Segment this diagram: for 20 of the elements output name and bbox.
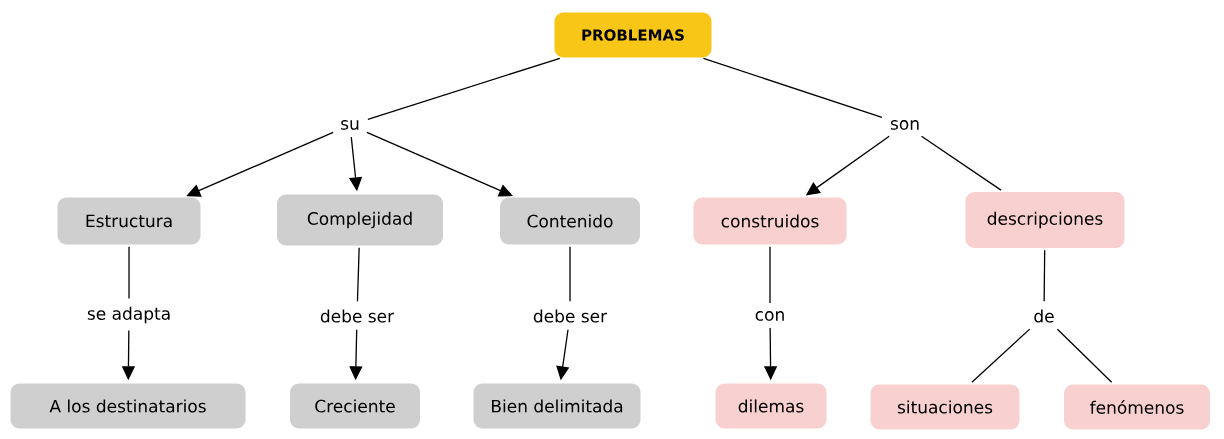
linking-phrase: se adapta — [81, 301, 177, 329]
linking-phrase: de — [1028, 304, 1060, 328]
linking-phrase: debe ser — [527, 304, 613, 328]
concept-box: fenómenos — [1064, 384, 1210, 430]
concept-box: Contenido — [500, 197, 640, 245]
concept-box: situaciones — [870, 384, 1020, 430]
linking-phrase: debe ser — [314, 304, 400, 328]
concept-box: Creciente — [290, 383, 420, 429]
linking-phrase: su — [335, 115, 365, 135]
concept-box: PROBLEMAS — [554, 12, 712, 58]
concept-box: A los destinatarios — [10, 383, 246, 429]
linking-phrase: son — [885, 115, 925, 135]
concept-box: Estructura — [57, 197, 201, 245]
concept-box: Bien delimitada — [473, 383, 641, 429]
concept-box: dilemas — [715, 383, 827, 429]
concept-box: construidos — [693, 197, 847, 245]
concept-box: Complejidad — [277, 194, 443, 246]
concept-box: descripciones — [965, 192, 1125, 248]
linking-phrase: con — [749, 306, 791, 326]
arrow — [366, 131, 513, 197]
